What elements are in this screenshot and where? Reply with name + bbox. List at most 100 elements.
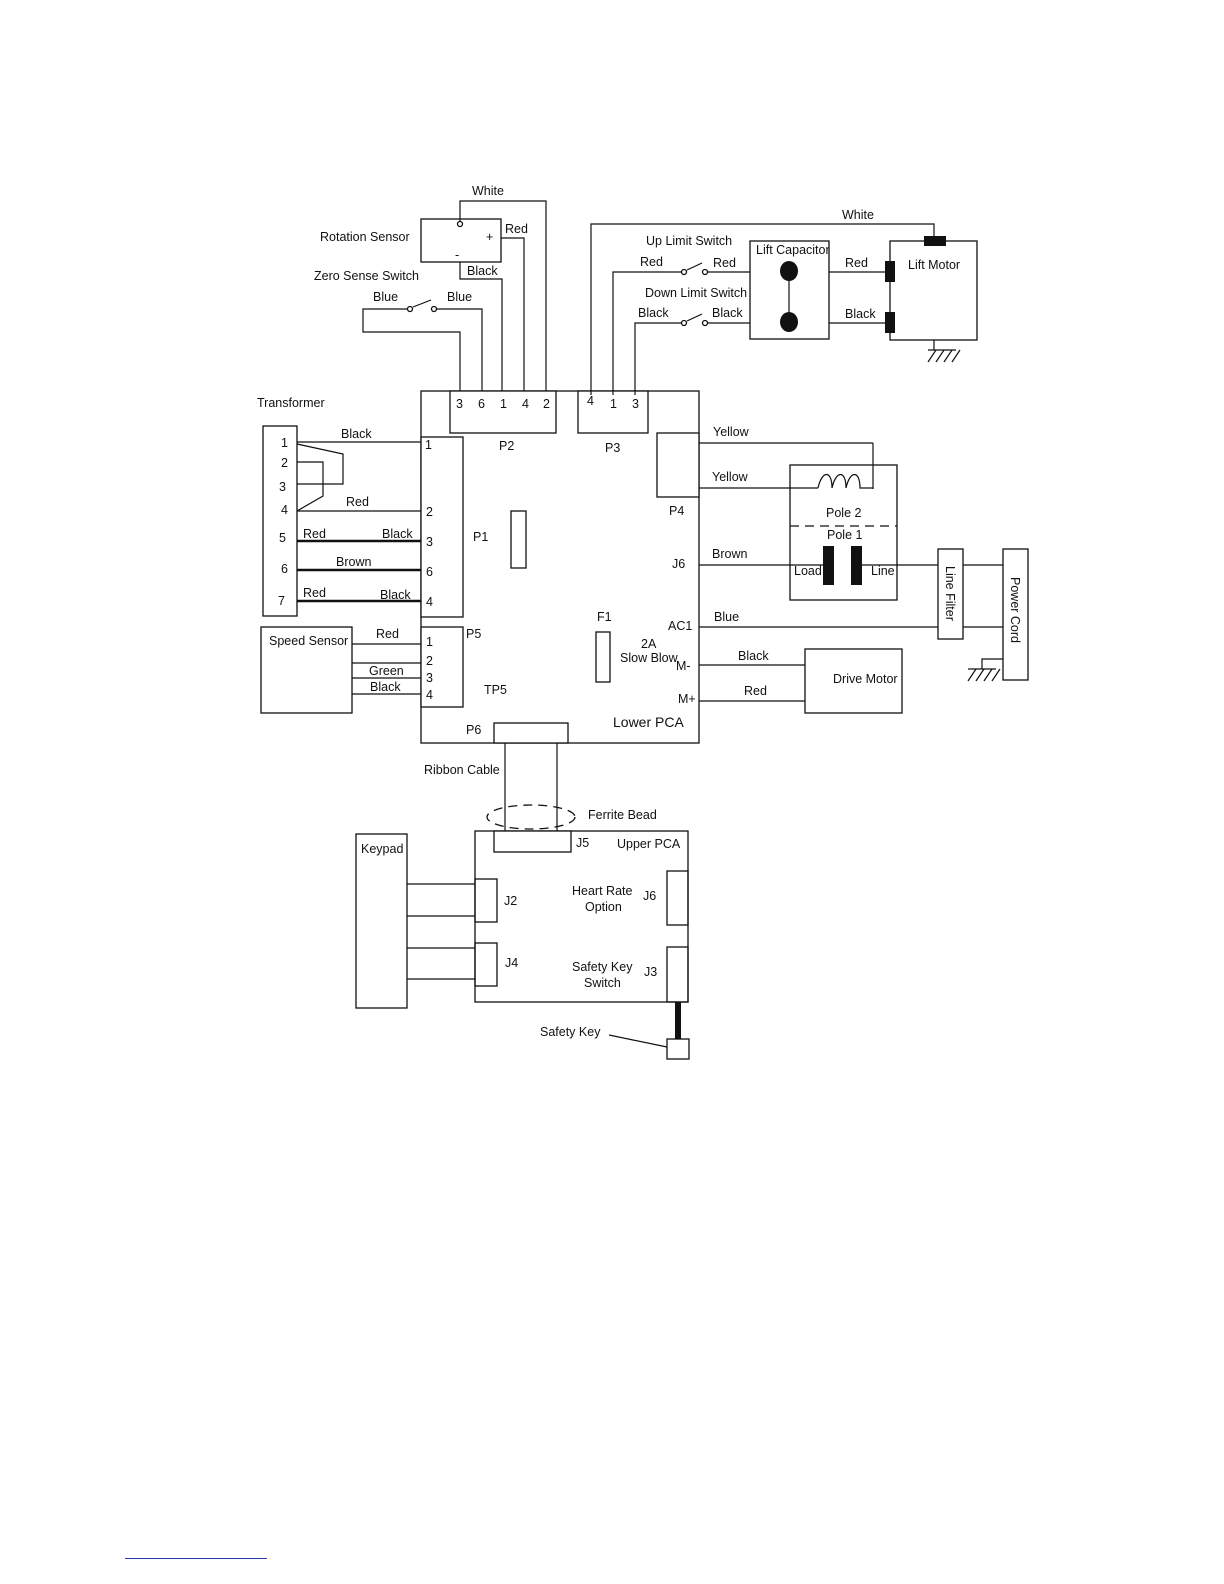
wire-label-black-rotation: Black [467,264,498,278]
xfmr-pin-4: 4 [281,503,288,517]
wire-label-black-cap-motor: Black [845,307,876,321]
keypad [355,833,408,1009]
wire-label-red-cap-motor: Red [845,256,868,270]
rotation-sensor-label: Rotation Sensor [320,230,410,244]
j3-connector [666,946,689,1003]
power-cord-label: Power Cord [1008,577,1022,643]
keypad-label: Keypad [361,842,403,856]
wire-blue-zero-left [362,308,461,395]
wire-label-yellow-1: Yellow [713,425,750,439]
zero-sense-switch-label: Zero Sense Switch [314,269,419,283]
p2-pin-6: 6 [478,397,485,411]
xfmr-pin-6: 6 [281,562,288,576]
wire-label-speed-red: Red [376,627,399,641]
ac1-label: AC1 [668,619,692,633]
power-cord [1002,548,1029,681]
wire-red-rotation [501,237,525,395]
wire-label-xfmr-red-5: Red [303,527,326,541]
wire-label-speed-green: Green [369,664,404,678]
p5-pin-1: 1 [426,635,433,649]
wire-label-red-rotation: Red [505,222,528,236]
f1-label: F1 [597,610,612,624]
wire-label-brown-j6: Brown [712,547,747,561]
p1-pin-1: 1 [425,438,432,452]
wire-white-rotation [459,200,547,395]
p5-pin-4: 4 [426,688,433,702]
wire-label-xfmr-black-5: Black [382,527,413,541]
relay-coil [817,473,873,489]
j5-label: J5 [576,836,589,850]
p3-connector [577,390,649,434]
p3-label: P3 [605,441,620,455]
ribbon-cable-label: Ribbon Cable [424,763,500,777]
wire-label-blue-ac1: Blue [714,610,739,624]
wire-red-up-left [612,271,681,395]
jumper-2-4 [296,461,324,512]
p3-pin-4: 4 [587,394,594,408]
p2-connector [449,390,557,434]
wire-white-lift [590,223,935,395]
safety-key-lanyard [675,1002,681,1039]
relay [789,464,898,601]
zero-sense-switch: Blue Blue [362,290,483,395]
wire-label-speed-black: Black [370,680,401,694]
down-limit-switch-label: Down Limit Switch [645,286,747,300]
p1-label: P1 [473,530,488,544]
p1-connector [420,436,464,618]
wire-label-yellow-2: Yellow [712,470,749,484]
j4-connector [474,942,498,987]
p5-pin-2: 2 [426,654,433,668]
wire-label-xfmr-black-1: Black [341,427,372,441]
fuse-f1 [595,631,611,683]
lift-motor [889,240,978,341]
p3-pin-3: 3 [632,397,639,411]
p2-pin-2: 2 [543,397,550,411]
heart-rate-label-1: Heart Rate [572,884,632,898]
wire-label-xfmr-black-7: Black [380,588,411,602]
heart-rate-label-2: Option [585,900,622,914]
p1-pin-2: 2 [426,505,433,519]
xfmr-pin-7: 7 [278,594,285,608]
p6-connector [493,722,569,744]
p1-pin-6: 6 [426,565,433,579]
tp5-label: TP5 [484,683,507,697]
drive-motor-label: Drive Motor [833,672,898,686]
p2-pin-4: 4 [522,397,529,411]
xfmr-pin-5: 5 [279,531,286,545]
wire-label-blue-zero-left: Blue [373,290,398,304]
j2-connector [474,878,498,923]
fuse-type: Slow Blow [620,651,679,665]
wire-label-black-down-right: Black [712,306,743,320]
footer-rule [125,1558,267,1559]
relay-contact-line [851,546,862,585]
wire-label-xfmr-red-7: Red [303,586,326,600]
p1-pin-3: 3 [426,535,433,549]
ferrite-bead [486,804,576,830]
jumper-1-3 [296,443,344,485]
transformer [262,425,298,617]
p2-pin-1: 1 [500,397,507,411]
upper-pca-label: Upper PCA [617,837,681,851]
wire-label-white-lift: White [842,208,874,222]
lower-pca-label: Lower PCA [613,714,684,730]
p2-label: P2 [499,439,514,453]
m-minus-label: M- [676,659,691,673]
lift-motor-terminal-red [885,261,895,282]
lift-capacitor [749,240,830,340]
wire-blue-zero-right [437,308,483,395]
safety-key-switch-label-1: Safety Key [572,960,633,974]
lift-capacitor-label: Lift Capacitor [756,243,830,257]
rotation-sensor: Rotation Sensor + - [320,218,502,263]
xfmr-pin-1: 1 [281,436,288,450]
p5-pin-3: 3 [426,671,433,685]
safety-key [666,1038,690,1060]
fuse-rating: 2A [641,637,657,651]
j6-upper-label: J6 [643,889,656,903]
j6-upper-connector [666,870,689,926]
p4-connector [656,432,700,498]
lift-capacitor-terminal-bottom [780,312,798,332]
relay-pole-1: Pole 1 [827,528,862,542]
wire-black-rotation [459,262,503,395]
relay-contact-load [823,546,834,585]
